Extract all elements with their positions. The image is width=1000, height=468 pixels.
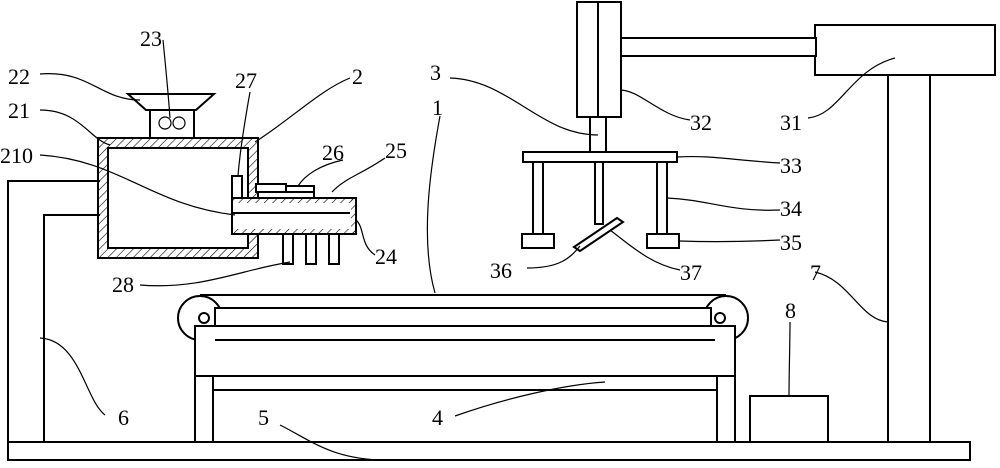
label-4: 4 xyxy=(432,405,443,430)
label-25: 25 xyxy=(385,138,407,163)
label-21: 21 xyxy=(8,98,30,123)
label-34: 34 xyxy=(780,196,802,221)
right-column xyxy=(887,74,931,443)
label-3: 3 xyxy=(430,60,441,85)
label-210: 210 xyxy=(0,143,33,168)
label-2: 2 xyxy=(352,64,363,89)
conveyor xyxy=(177,294,749,442)
stirring-assembly xyxy=(521,151,680,253)
label-22: 22 xyxy=(8,64,30,89)
base-plate xyxy=(7,441,971,461)
label-27: 27 xyxy=(235,68,257,93)
label-28: 28 xyxy=(112,272,134,297)
label-32: 32 xyxy=(690,110,712,135)
small-cylinder xyxy=(255,183,315,198)
label-35: 35 xyxy=(780,230,802,255)
label-7: 7 xyxy=(810,260,821,285)
label-1: 1 xyxy=(432,95,443,120)
collection-box xyxy=(749,395,829,443)
nozzles xyxy=(282,233,340,265)
label-23: 23 xyxy=(140,26,162,51)
label-26: 26 xyxy=(322,140,344,165)
label-8: 8 xyxy=(785,298,796,323)
label-37: 37 xyxy=(680,260,702,285)
label-24: 24 xyxy=(375,244,397,269)
label-33: 33 xyxy=(780,153,802,178)
part-labels: 22 21 210 23 27 2 26 25 24 28 1 3 32 31 … xyxy=(0,26,821,430)
leader-lines xyxy=(39,39,896,461)
label-36: 36 xyxy=(490,258,512,283)
feed-hopper xyxy=(125,93,217,139)
top-cylinder xyxy=(619,24,996,76)
label-6: 6 xyxy=(118,405,129,430)
inner-tube xyxy=(231,175,357,235)
label-5: 5 xyxy=(258,405,269,430)
left-support-frame xyxy=(7,180,100,442)
label-31: 31 xyxy=(780,110,802,135)
motor-housing xyxy=(576,1,622,154)
